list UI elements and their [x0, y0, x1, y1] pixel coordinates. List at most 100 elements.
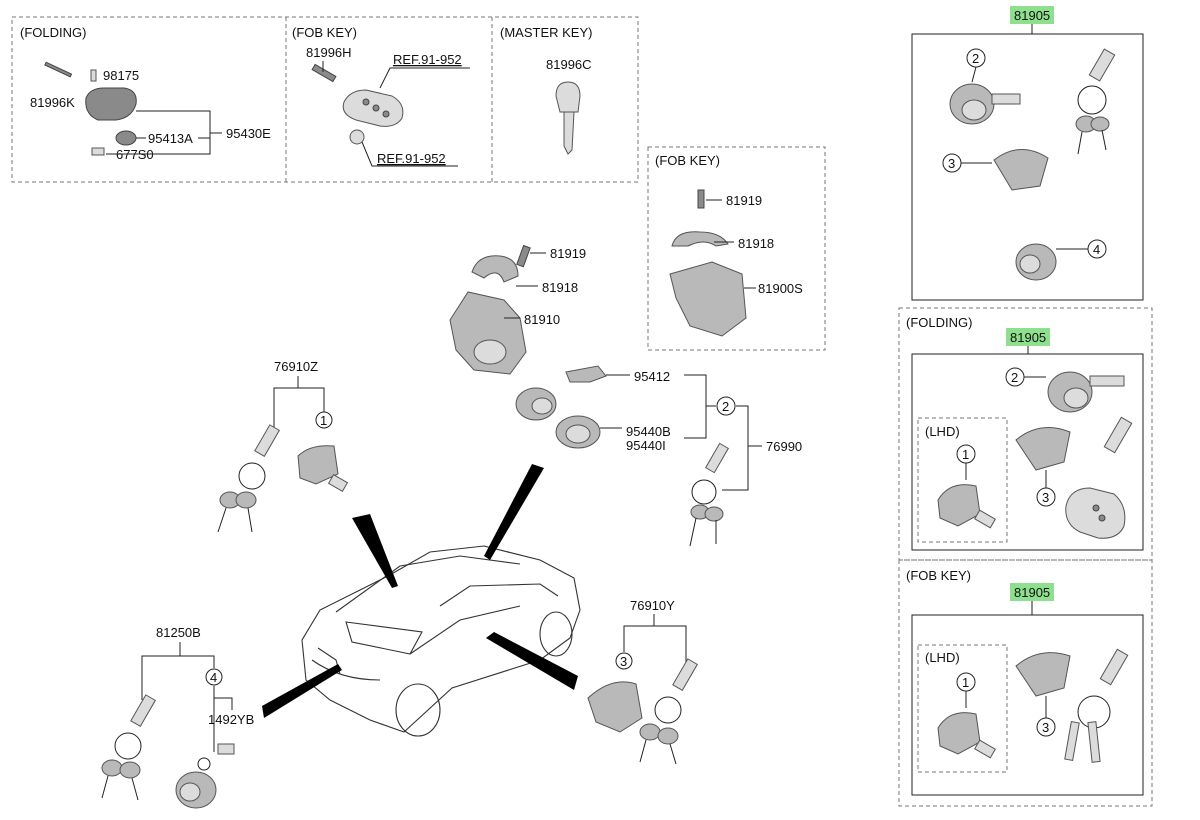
switch-icon [565, 365, 607, 383]
kit2-door-lock-icon [937, 484, 981, 527]
key-icon-4 [101, 759, 123, 777]
key-tag-icon-2 [254, 424, 281, 458]
wheel-rear [395, 683, 441, 737]
key-icon-3 [639, 723, 661, 741]
part-76910Y: 76910Y [630, 598, 675, 613]
svg-text:3: 3 [1042, 490, 1049, 505]
folding-fob-icon [85, 87, 137, 121]
door-lock-group-right: 76910Y 3 [587, 598, 699, 765]
pointer-arrows [262, 464, 578, 718]
kit3-key-icon [1064, 721, 1080, 761]
kit-panel-2: (FOLDING) 81905 2 (LHD) 1 3 [898, 307, 1153, 561]
clamp-icon [671, 231, 729, 247]
coin-battery-icon [349, 129, 365, 145]
kit-badge-3 [1010, 583, 1054, 601]
lhd-label-1: (LHD) [925, 424, 960, 439]
clamp-icon-2 [471, 255, 519, 283]
master-key-blade-icon [563, 111, 575, 155]
kit-number-3: 81905 [1014, 585, 1050, 600]
top-left-panel-border [11, 16, 639, 183]
kit-number-1: 81905 [1014, 8, 1050, 23]
svg-text:2: 2 [972, 51, 979, 66]
kit3-tag-icon [1099, 648, 1129, 686]
arrow-door [486, 632, 578, 690]
part-81910: 81910 [524, 312, 560, 327]
callout-4 [205, 668, 223, 686]
master-key-head-icon [555, 81, 581, 113]
part-98175: 98175 [103, 68, 139, 83]
fob-key-ignition-panel: (FOB KEY) 81919 81918 81900S [647, 146, 826, 351]
part-81996K: 81996K [30, 95, 75, 110]
callout-3 [615, 652, 633, 670]
kit-panel-1: 81905 2 3 4 [911, 6, 1144, 301]
callout-2-label: 2 [722, 399, 729, 414]
callout-4-label: 4 [210, 670, 217, 685]
svg-text:4: 4 [1093, 242, 1100, 257]
fob-key-title-2: (FOB KEY) [655, 153, 720, 168]
arrow-ignition [484, 464, 544, 560]
wheel-front [539, 611, 573, 657]
ignition-lock-assembly: 81919 81918 81910 [449, 244, 586, 375]
door-lock-group-left: 76910Z 1 [217, 359, 349, 533]
car-illustration [301, 545, 581, 737]
folding-title: (FOLDING) [20, 25, 86, 40]
folding-title-right: (FOLDING) [906, 315, 972, 330]
part-95440I: 95440I [626, 438, 666, 453]
part-76990: 76990 [766, 439, 802, 454]
callout-1-label: 1 [320, 413, 327, 428]
kit1-trunk-lock-icon [993, 149, 1049, 191]
tailgate-lock-icon [587, 681, 643, 733]
ref-91-952-top: REF.91-952 [393, 52, 462, 67]
callout-3-label: 3 [620, 654, 627, 669]
kit-badge-1 [1010, 6, 1054, 24]
part-81996C: 81996C [546, 57, 592, 72]
bolt-icon [217, 743, 235, 755]
lhd-label-2: (LHD) [925, 650, 960, 665]
svg-text:3: 3 [1042, 720, 1049, 735]
kit3-trunk-lock-icon [1015, 652, 1071, 697]
kit-badge-2 [1006, 328, 1050, 346]
part-81996H: 81996H [306, 45, 352, 60]
kit-panel-3: (FOB KEY) 81905 (LHD) 1 3 [898, 559, 1153, 807]
part-95440B: 95440B [626, 424, 671, 439]
kit3-door-lock-icon [937, 712, 981, 755]
blade-key-icon [44, 61, 73, 78]
battery-icon [115, 130, 137, 146]
callout-2 [716, 396, 736, 416]
part-81250B: 81250B [156, 625, 201, 640]
part-81918: 81918 [542, 280, 578, 295]
kit2-folding-fob-icon [1065, 487, 1126, 539]
screw-icon [697, 189, 705, 209]
fob-key-title: (FOB KEY) [292, 25, 357, 40]
kit1-tag-icon [1088, 48, 1116, 82]
clip-icon [91, 147, 105, 156]
svg-text:2: 2 [1011, 370, 1018, 385]
ignition-housing-icon [449, 291, 527, 375]
door-lock-cylinder-icon [297, 445, 339, 485]
key-tag-icon [704, 442, 730, 474]
part-95412: 95412 [634, 369, 670, 384]
part-81919: 81919 [550, 246, 586, 261]
arrow-roof [352, 514, 398, 588]
fob-key-title-right: (FOB KEY) [906, 568, 971, 583]
part-95430E: 95430E [226, 126, 271, 141]
trunk-lock-group: 81250B 4 1492YB [101, 625, 254, 809]
ignition-module-icon [669, 261, 747, 337]
part-81918-fob: 81918 [738, 236, 774, 251]
master-key-title: (MASTER KEY) [500, 25, 592, 40]
ignition-cylinder-group: 95412 95440B 95440I 2 76990 [515, 365, 802, 547]
svg-text:1: 1 [962, 447, 969, 462]
kit2-tag-icon [1103, 416, 1133, 454]
part-76910Z: 76910Z [274, 359, 318, 374]
part-95413A: 95413A [148, 131, 193, 146]
part-81919-fob: 81919 [726, 193, 762, 208]
part-1492YB: 1492YB [208, 712, 254, 727]
top-left-panel: (FOLDING) 98175 81996K 95413A 677S0 9543… [11, 16, 639, 183]
ref-91-952-bottom: REF.91-952 [377, 151, 446, 166]
callout-1 [315, 411, 333, 429]
screw-icon-2 [516, 244, 531, 268]
svg-text:1: 1 [962, 675, 969, 690]
key-tag-icon-3 [672, 658, 699, 692]
emergency-key-icon [311, 63, 337, 83]
